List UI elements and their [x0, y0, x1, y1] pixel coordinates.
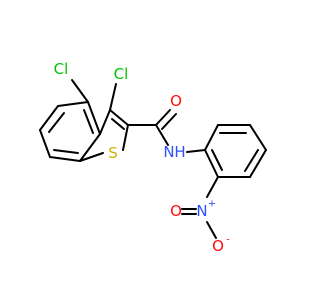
bond — [79, 133, 101, 162]
bond — [39, 129, 51, 158]
atom-amide-nitrogen: N — [163, 143, 174, 161]
bond — [99, 109, 111, 135]
bond-layer — [39, 79, 267, 239]
bond — [186, 149, 206, 153]
bond — [155, 124, 169, 146]
atom-cl-right: Cl — [114, 65, 129, 83]
bond — [204, 149, 219, 178]
atom-sulfur: S — [108, 144, 118, 162]
nitro-oxygen-negative-charge: - — [226, 235, 230, 246]
atom-nitro-nitrogen: N — [196, 202, 207, 220]
bond — [249, 124, 267, 151]
bond — [249, 149, 267, 178]
bond — [161, 113, 177, 130]
bond — [87, 101, 101, 135]
atom-label-layer: Cl Cl S O N H N + O O - — [54, 60, 231, 255]
bond — [57, 101, 89, 107]
bond — [204, 124, 219, 151]
atom-cl-left: Cl — [54, 60, 69, 78]
molecule-diagram: Cl Cl S O N H N + O O - — [39, 60, 267, 255]
atom-carbonyl-oxygen: O — [170, 92, 182, 110]
atom-nitro-oxygen-single: O — [212, 237, 224, 255]
bond — [49, 156, 81, 162]
bond — [39, 105, 59, 131]
bond — [53, 149, 79, 154]
bond — [83, 109, 94, 134]
structure-canvas: Cl Cl S O N H N + O O - — [39, 60, 267, 255]
bond — [211, 149, 223, 171]
bond — [206, 221, 217, 239]
bond — [48, 112, 65, 133]
bond — [71, 79, 89, 103]
bond — [109, 83, 117, 111]
atom-nitro-oxygen-double: O — [170, 202, 182, 220]
bond — [206, 176, 219, 198]
bond — [79, 152, 104, 162]
bond — [109, 109, 129, 126]
bond — [155, 109, 171, 126]
bond — [122, 124, 129, 151]
bond — [111, 118, 125, 130]
nitro-nitrogen-positive-charge: + — [208, 199, 216, 210]
atom-amide-hydrogen: H — [174, 143, 185, 161]
bond — [244, 149, 259, 172]
